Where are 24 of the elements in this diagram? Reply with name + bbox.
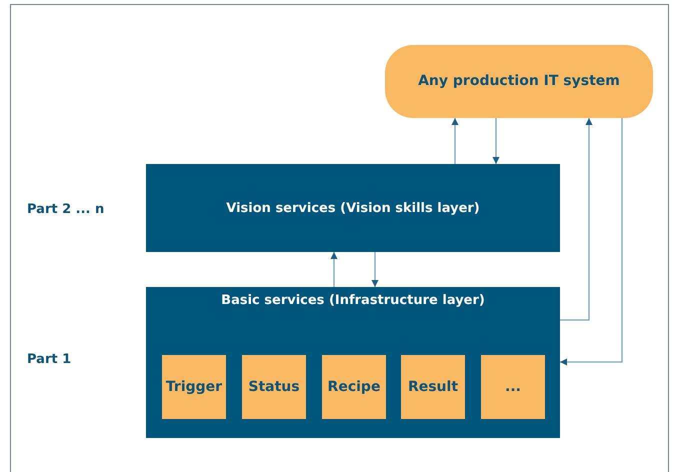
service-box	[401, 355, 465, 419]
arrow	[560, 118, 623, 366]
layer-box	[146, 164, 560, 252]
node-label: Result	[408, 378, 458, 396]
node-label: Any production IT system	[418, 72, 620, 91]
part-label: Part 1	[27, 352, 72, 367]
arrow	[372, 252, 378, 287]
arrow	[560, 118, 592, 321]
node-label: ...	[505, 378, 521, 396]
part-label: Part 2 ... n	[27, 202, 104, 217]
system-box	[385, 45, 653, 118]
service-box	[162, 355, 226, 419]
node-label: Status	[248, 378, 300, 396]
arrow	[330, 252, 338, 287]
node-label: Recipe	[328, 378, 380, 396]
node-label: Trigger	[166, 378, 222, 396]
service-box	[322, 355, 386, 419]
layer-box	[146, 287, 560, 438]
arrow	[492, 118, 500, 164]
service-box	[242, 355, 306, 419]
node-label: Basic services (Infrastructure layer)	[220, 292, 486, 310]
service-box	[481, 355, 545, 419]
arrow	[452, 118, 458, 164]
node-label: Vision services (Vision skills layer)	[226, 200, 480, 218]
